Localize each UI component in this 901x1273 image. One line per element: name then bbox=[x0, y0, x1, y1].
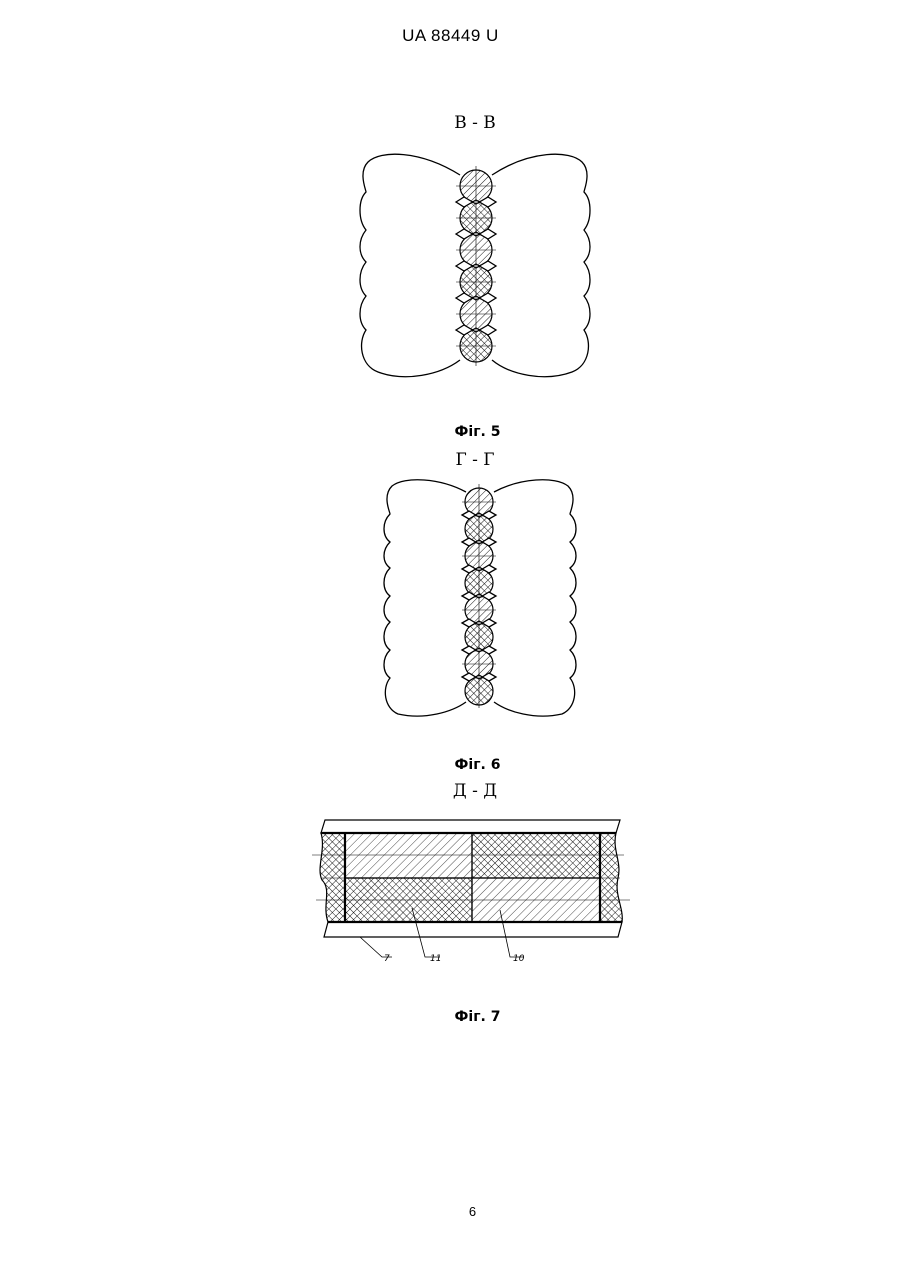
fig5-rods bbox=[456, 166, 496, 366]
fig7-drawing bbox=[312, 820, 630, 957]
leader-label-10: 10 bbox=[513, 954, 525, 964]
fig6-rods bbox=[462, 484, 496, 708]
leader-label-7: 7 bbox=[384, 954, 390, 964]
leader-label-11: 11 bbox=[430, 954, 441, 964]
